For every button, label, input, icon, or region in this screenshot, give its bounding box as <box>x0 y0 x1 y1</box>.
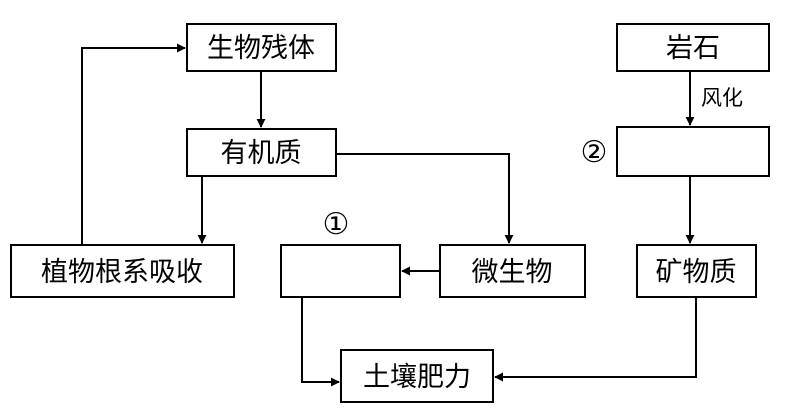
node-root-absorb-box <box>10 244 235 298</box>
node-unknown-2-box <box>616 126 770 177</box>
marker-2: ② <box>581 135 608 170</box>
marker-1: ① <box>323 207 350 242</box>
node-root-absorb-label: 植物根系吸收 <box>41 257 203 288</box>
node-soil-fertility-label: 土壤肥力 <box>363 362 471 393</box>
node-residue-box <box>186 23 337 72</box>
node-rock-label: 岩石 <box>666 33 720 64</box>
edge-label-weathering: 风化 <box>701 86 743 110</box>
node-unknown-1-box <box>280 244 401 298</box>
node-microbe-label: 微生物 <box>472 257 553 288</box>
node-soil-fertility-box <box>340 349 494 403</box>
node-microbe-box <box>439 244 586 298</box>
node-rock-box <box>616 23 770 72</box>
node-residue-label: 生物残体 <box>207 33 315 64</box>
node-organic-box <box>186 128 337 177</box>
node-mineral-label: 矿物质 <box>656 257 737 288</box>
arrow-organic-to-microbe <box>336 153 514 244</box>
arrow-root-absorb-to-residue <box>81 43 186 245</box>
arrow-unknown-1-to-soil-fertility <box>301 297 340 387</box>
node-organic-label: 有机质 <box>221 138 302 169</box>
arrow-mineral-to-soil-fertility <box>494 297 697 382</box>
